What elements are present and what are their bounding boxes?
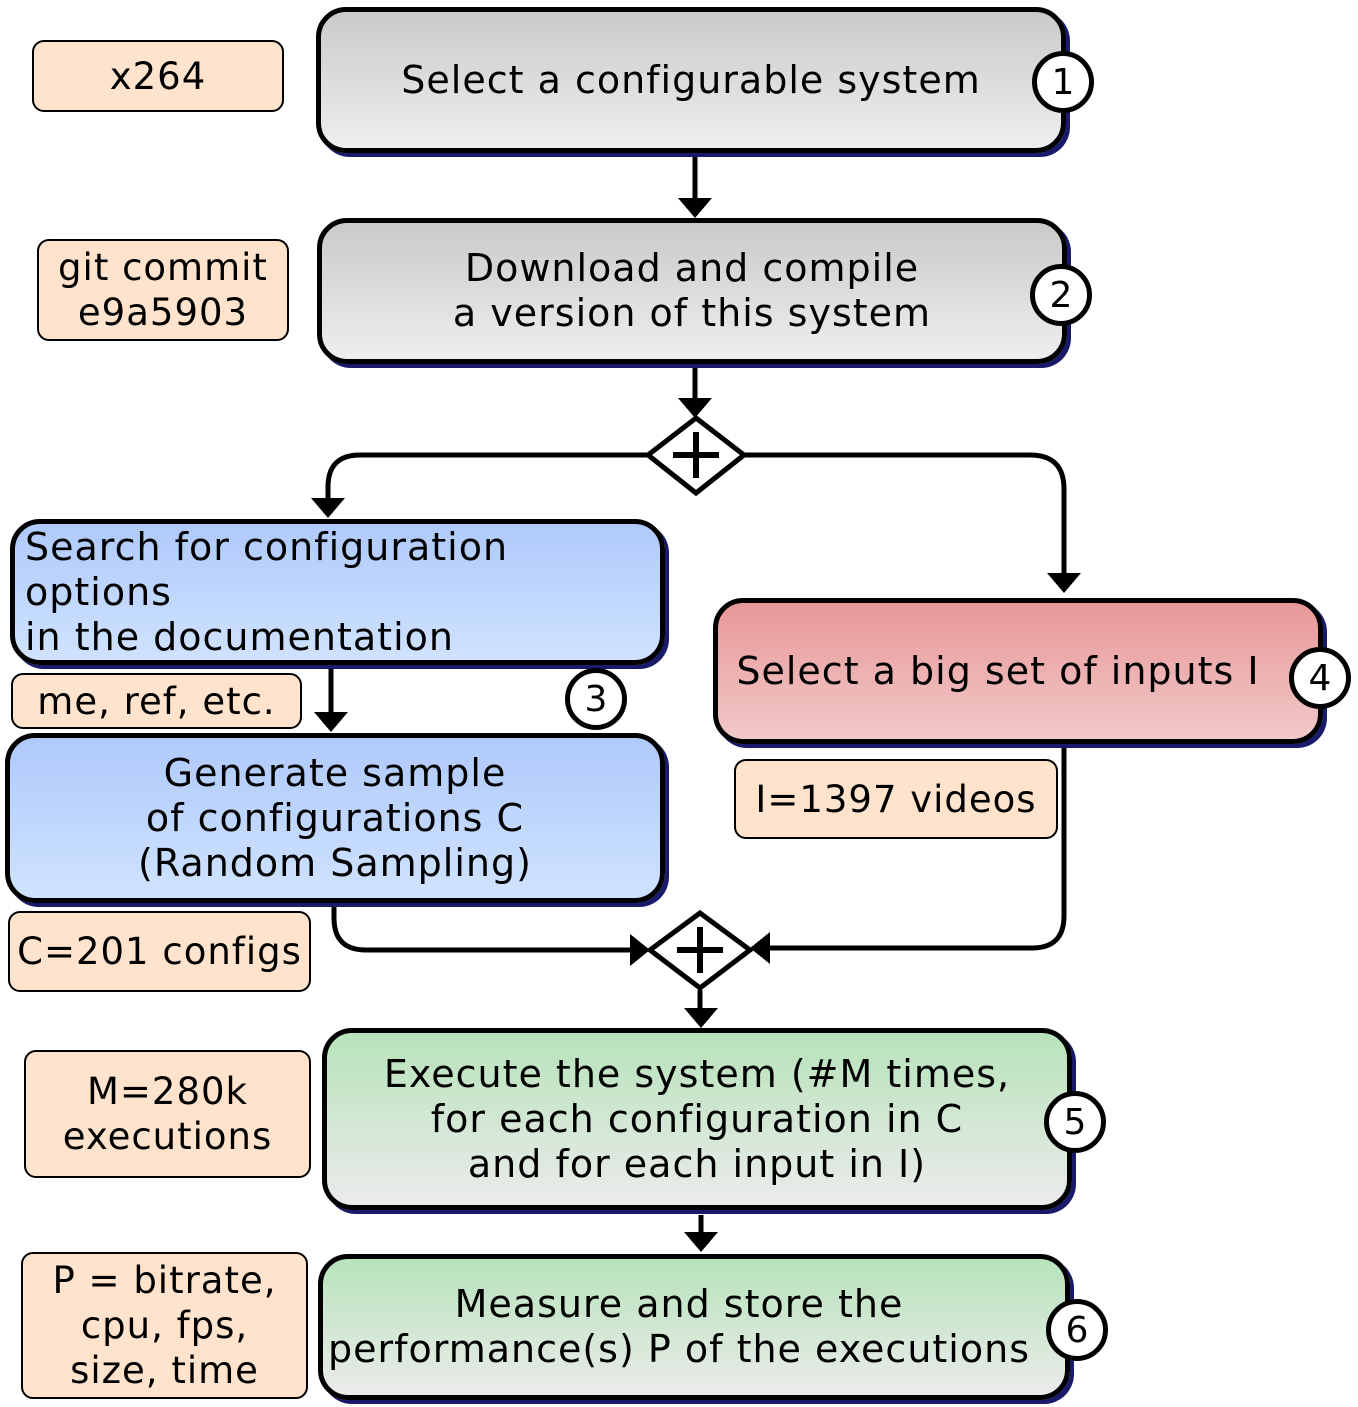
- note-git-commit: git commit e9a5903: [37, 239, 289, 341]
- step-select-inputs: Select a big set of inputs I: [713, 598, 1323, 744]
- arrow-gateway-to-step3a: [325, 452, 648, 500]
- arrowhead-step5: [684, 1008, 718, 1028]
- step-number-badge-2: 2: [1030, 264, 1092, 326]
- step-number-badge-6: 6: [1046, 1299, 1108, 1361]
- parallel-gateway-split-icon: [643, 414, 749, 497]
- arrowhead-join-right: [750, 932, 770, 964]
- arrowhead-gateway-split: [678, 398, 712, 418]
- step-number-badge-4: 4: [1289, 647, 1351, 709]
- arrowhead-step6: [684, 1232, 718, 1252]
- step-number-badge-3: 3: [565, 668, 627, 730]
- note-performance-metrics: P = bitrate, cpu, fps, size, time: [21, 1252, 308, 1399]
- note-input-count: I=1397 videos: [734, 759, 1058, 839]
- arrowhead-step3a: [311, 498, 345, 518]
- arrowhead-step3b: [314, 712, 348, 732]
- step-measure-performance: Measure and store the performance(s) P o…: [318, 1254, 1070, 1400]
- step-number-badge-5: 5: [1044, 1091, 1106, 1153]
- parallel-gateway-join-icon: [645, 909, 755, 992]
- step-download-compile: Download and compile a version of this s…: [317, 218, 1067, 364]
- arrow-step3b-to-gateway-join: [331, 905, 632, 953]
- step-search-options: Search for configuration options in the …: [10, 519, 665, 665]
- arrow-gateway-to-step4: [744, 452, 1067, 575]
- step-generate-sample: Generate sample of configurations C (Ran…: [5, 733, 665, 903]
- note-system-name: x264: [32, 40, 284, 112]
- arrowhead-step2: [678, 198, 712, 218]
- step-execute-system: Execute the system (#M times, for each c…: [322, 1028, 1072, 1210]
- arrow-step4-to-gateway-join: [768, 745, 1067, 951]
- note-config-options: me, ref, etc.: [11, 673, 302, 729]
- step-select-system: Select a configurable system: [316, 7, 1066, 153]
- note-config-count: C=201 configs: [8, 911, 311, 992]
- arrowhead-step4: [1047, 573, 1081, 593]
- step-number-badge-1: 1: [1032, 51, 1094, 113]
- arrowhead-join-left: [630, 934, 650, 966]
- note-execution-count: M=280k executions: [24, 1050, 311, 1178]
